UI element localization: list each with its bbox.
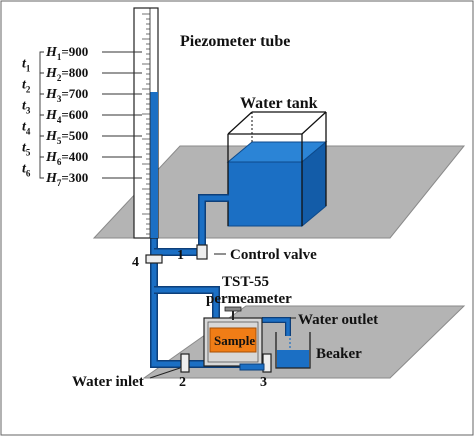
svg-text:1: 1 (177, 248, 184, 263)
svg-text:t5: t5 (22, 141, 31, 158)
svg-text:H7=300: H7=300 (45, 170, 88, 188)
time-interval: t3 (22, 93, 44, 116)
svg-text:t6: t6 (22, 162, 31, 179)
time-bracket (39, 114, 44, 137)
head-reading: H5=500 (45, 128, 142, 146)
valve-2[interactable]: 2 (179, 353, 190, 390)
time-interval: t6 (22, 156, 44, 179)
valve-1[interactable]: 1 (177, 244, 208, 263)
valve-4[interactable]: 4 (132, 254, 163, 270)
head-reading: H3=700 (45, 86, 142, 104)
piezometer-tube-label: Piezometer tube (180, 33, 290, 50)
water-tank (226, 111, 328, 228)
tube-scale-ticks (142, 13, 150, 235)
time-bracket (39, 156, 44, 179)
valve-3[interactable]: 3 (260, 353, 272, 390)
sample-label: Sample (214, 333, 255, 348)
time-interval: t5 (22, 135, 44, 158)
time-interval: t4 (22, 114, 44, 137)
svg-text:4: 4 (132, 255, 139, 270)
time-intervals: t1 t2 t3 t4 t5 t6 (22, 51, 44, 179)
sample-block (209, 327, 257, 353)
svg-text:H3=700: H3=700 (45, 86, 88, 104)
svg-text:t1: t1 (22, 57, 31, 74)
water-tank-label: Water tank (240, 95, 318, 112)
svg-text:H4=600: H4=600 (45, 107, 88, 125)
water-inlet-label: Water inlet (72, 374, 144, 390)
time-bracket (39, 72, 44, 95)
head-reading: H2=800 (45, 65, 142, 83)
head-reading: H6=400 (45, 149, 142, 167)
permeameter-label-line2: permeameter (206, 291, 292, 307)
control-valve-label: Control valve (230, 247, 317, 263)
svg-text:H2=800: H2=800 (45, 65, 88, 83)
permeameter-label-line1: TST-55 (222, 274, 269, 290)
head-reading: H1=900 (45, 44, 142, 62)
time-interval: t1 (22, 51, 44, 74)
svg-text:t2: t2 (22, 78, 31, 95)
time-interval: t2 (22, 72, 44, 95)
tank-water-front (227, 161, 303, 227)
tube-water-column (150, 92, 158, 238)
time-bracket (39, 93, 44, 116)
svg-text:t4: t4 (22, 120, 31, 137)
pipes (150, 194, 291, 368)
beaker-water (277, 350, 309, 368)
piezometer-tube (133, 7, 159, 239)
svg-text:2: 2 (179, 375, 186, 390)
head-readings: H1=900H2=800H3=700H4=600H5=500H6=400H7=3… (45, 44, 142, 188)
time-bracket (39, 51, 44, 74)
svg-text:H5=500: H5=500 (45, 128, 88, 146)
beaker-label: Beaker (316, 346, 362, 362)
permeameter: Sample (203, 306, 265, 371)
water-outlet-label: Water outlet (298, 312, 378, 328)
head-reading: H4=600 (45, 107, 142, 125)
svg-text:H6=400: H6=400 (45, 149, 88, 167)
svg-text:3: 3 (260, 375, 267, 390)
time-bracket (39, 135, 44, 158)
svg-text:H1=900: H1=900 (45, 44, 88, 62)
svg-text:t3: t3 (22, 99, 31, 116)
head-reading: H7=300 (45, 170, 142, 188)
beaker (275, 332, 311, 369)
